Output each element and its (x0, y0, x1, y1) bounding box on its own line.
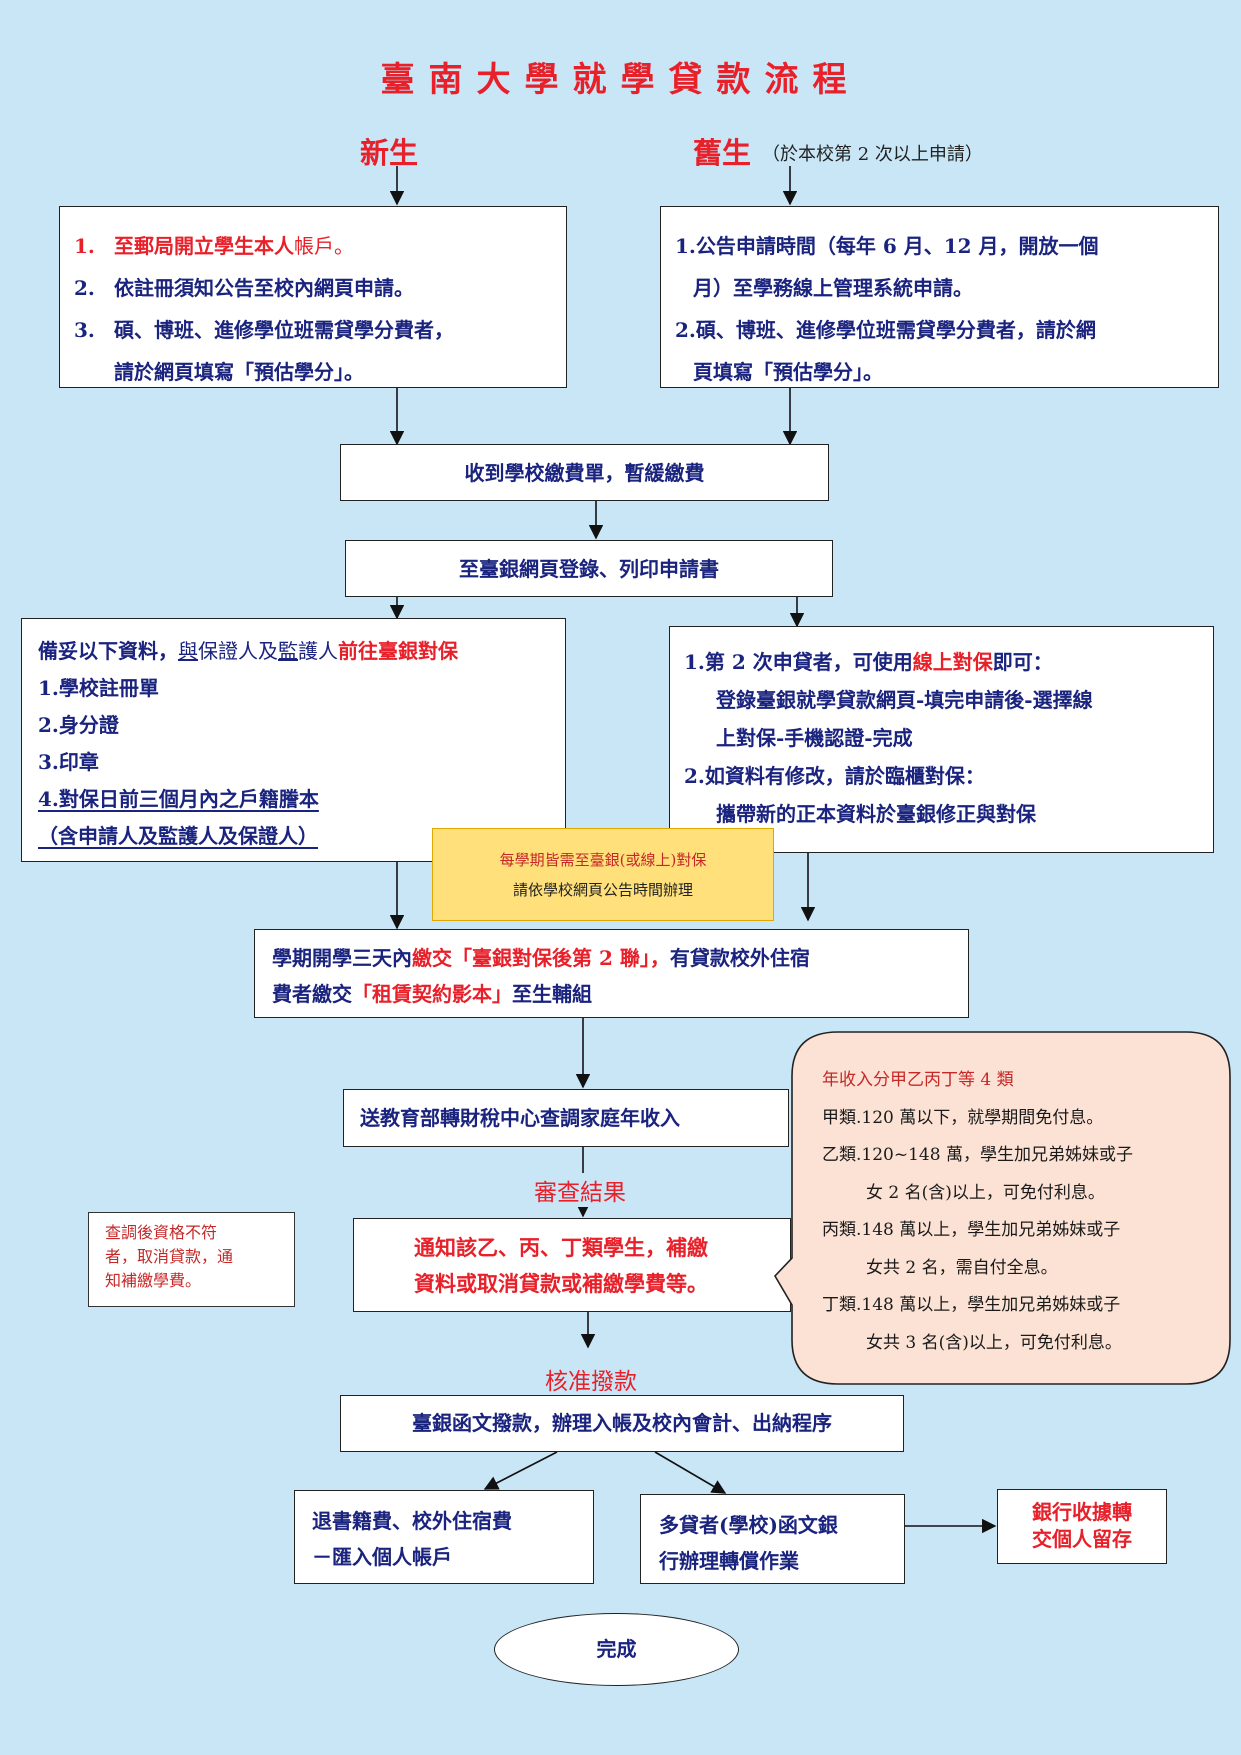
semester-note-box: 每學期皆需至臺銀(或線上)對保 請依學校網頁公告時間辦理 (432, 828, 774, 921)
income-classes-heading: 年收入分甲乙丙丁等 4 類 (822, 1070, 1014, 1090)
page-title: 臺南大學就學貸款流程 (380, 60, 861, 100)
prepare-item-4: 4.對保日前三個月內之戶籍謄本 (38, 787, 319, 811)
old-student-heading: 舊生 (693, 136, 752, 170)
notify-box: 通知該乙、丙、丁類學生，補繳 資料或取消貸款或補繳學費等。 (353, 1218, 791, 1312)
online-line-5: 攜帶新的正本資料於臺銀修正與對保 (716, 802, 1036, 826)
done-text: 完成 (596, 1637, 637, 1661)
online-line-2: 登錄臺銀就學貸款網頁-填完申請後-選擇線 (716, 688, 1093, 712)
income-class-yi: 乙類.120~148 萬，學生加兄弟姊妹或子 (822, 1145, 1133, 1165)
submit-line-1: 學期開學三天內繳交「臺銀對保後第 2 聯」，有貸款校外住宿 (272, 946, 810, 970)
receive-bill-box: 收到學校繳費單，暫緩繳費 (340, 444, 829, 501)
online-line-3: 上對保-手機認證-完成 (716, 726, 913, 750)
overloan-box: 多貸者(學校)函文銀 行辦理轉償作業 (640, 1494, 905, 1584)
refund-box: 退書籍費、校外住宿費 －匯入個人帳戶 (294, 1490, 594, 1584)
income-check-box: 送教育部轉財稅中心查調家庭年收入 (343, 1089, 789, 1147)
overloan-line-1: 多貸者(學校)函文銀 (659, 1513, 838, 1537)
refund-line-2: －匯入個人帳戶 (312, 1545, 452, 1569)
overloan-line-2: 行辦理轉償作業 (659, 1549, 799, 1573)
online-line-4: 2.如資料有修改，請於臨櫃對保： (684, 764, 985, 788)
income-class-bing-cont: 女共 2 名，需自付全息。 (866, 1257, 1058, 1278)
prepare-item-4-cont: （含申請人及監護人及保證人） (38, 824, 318, 848)
old-line-3: 2.碩、博班、進修學位班需貸學分費者，請於網 (675, 318, 1096, 342)
income-class-bing: 丙類.148 萬以上，學生加兄弟姊妹或子 (822, 1220, 1121, 1240)
receipt-line-1: 銀行收據轉 (1032, 1500, 1132, 1524)
income-class-jia: 甲類.120 萬以下，就學期間免付息。 (822, 1107, 1104, 1128)
semester-note-line-1: 每學期皆需至臺銀(或線上)對保 (499, 851, 707, 869)
prepare-item-2: 2.身分證 (38, 713, 119, 737)
approve-label: 核准撥款 (545, 1369, 637, 1395)
submit-line-2: 費者繳交「租賃契約影本」至生輔組 (272, 982, 592, 1006)
review-result-label: 審查結果 (534, 1173, 626, 1207)
online-line-1: 1.第 2 次申貸者，可使用線上對保即可： (684, 650, 1053, 674)
notify-line-1: 通知該乙、丙、丁類學生，補繳 (414, 1235, 708, 1260)
ineligible-line-3: 知補繳學費。 (105, 1271, 202, 1290)
income-class-ding-cont: 女共 3 名(含)以上，可免付利息。 (866, 1332, 1122, 1353)
ineligible-line-2: 者，取消貸款，通 (105, 1247, 234, 1266)
income-class-ding: 丁類.148 萬以上，學生加兄弟姊妹或子 (822, 1295, 1121, 1315)
disburse-box: 臺銀函文撥款，辦理入帳及校內會計、出納程序 (340, 1395, 904, 1452)
semester-note-line-2: 請依學校網頁公告時間辦理 (512, 881, 693, 899)
new-step-3: 3.碩、博班、進修學位班需貸學分費者， (74, 318, 454, 342)
receipt-line-2: 交個人留存 (1032, 1527, 1132, 1551)
prepare-item-3: 3.印章 (38, 750, 99, 774)
notify-line-2: 資料或取消貸款或補繳學費等。 (414, 1271, 708, 1296)
submit-docs-box: 學期開學三天內繳交「臺銀對保後第 2 聯」，有貸款校外住宿 費者繳交「租賃契約影… (254, 929, 969, 1018)
old-student-note: （於本校第 2 次以上申請） (762, 144, 983, 165)
online-verify-box: 1.第 2 次申貸者，可使用線上對保即可： 登錄臺銀就學貸款網頁-填完申請後-選… (669, 626, 1214, 853)
income-classes-box: 年收入分甲乙丙丁等 4 類 甲類.120 萬以下，就學期間免付息。 乙類.120… (822, 1062, 1222, 1362)
refund-line-1: 退書籍費、校外住宿費 (312, 1509, 512, 1533)
disburse-text: 臺銀函文撥款，辦理入帳及校內會計、出納程序 (412, 1411, 832, 1435)
prepare-docs-box: 備妥以下資料，與保證人及監護人前往臺銀對保 1.學校註冊單 2.身分證 3.印章… (21, 618, 566, 862)
bank-register-text: 至臺銀網頁登錄、列印申請書 (459, 557, 719, 581)
income-class-yi-cont: 女 2 名(含)以上，可免付利息。 (866, 1182, 1105, 1203)
new-step-3-cont: 請於網頁填寫「預估學分」。 (114, 360, 364, 384)
old-line-4: 頁填寫「預估學分」。 (693, 360, 883, 384)
old-line-1: 1.公告申請時間（每年 6 月、12 月，開放一個 (675, 234, 1099, 258)
receive-bill-text: 收到學校繳費單，暫緩繳費 (464, 461, 705, 485)
new-step-2: 2.依註冊須知公告至校內網頁申請。 (74, 276, 414, 300)
new-student-box: 1.至郵局開立學生本人帳戶。 2.依註冊須知公告至校內網頁申請。 3.碩、博班、… (59, 206, 567, 388)
prepare-intro: 備妥以下資料，與保證人及監護人前往臺銀對保 (38, 639, 458, 663)
old-student-box: 1.公告申請時間（每年 6 月、12 月，開放一個 月）至學務線上管理系統申請。… (660, 206, 1219, 388)
income-check-text: 送教育部轉財稅中心查調家庭年收入 (360, 1106, 680, 1130)
done-oval: 完成 (494, 1613, 739, 1686)
new-step-1: 1.至郵局開立學生本人帳戶。 (74, 234, 354, 258)
prepare-item-1: 1.學校註冊單 (38, 676, 159, 700)
old-line-2: 月）至學務線上管理系統申請。 (693, 276, 973, 300)
new-student-heading: 新生 (360, 136, 419, 170)
ineligible-line-1: 查調後資格不符 (105, 1223, 218, 1242)
bank-register-box: 至臺銀網頁登錄、列印申請書 (345, 540, 833, 597)
ineligible-note-box: 查調後資格不符 者，取消貸款，通 知補繳學費。 (88, 1212, 295, 1307)
receipt-box: 銀行收據轉 交個人留存 (997, 1489, 1167, 1564)
